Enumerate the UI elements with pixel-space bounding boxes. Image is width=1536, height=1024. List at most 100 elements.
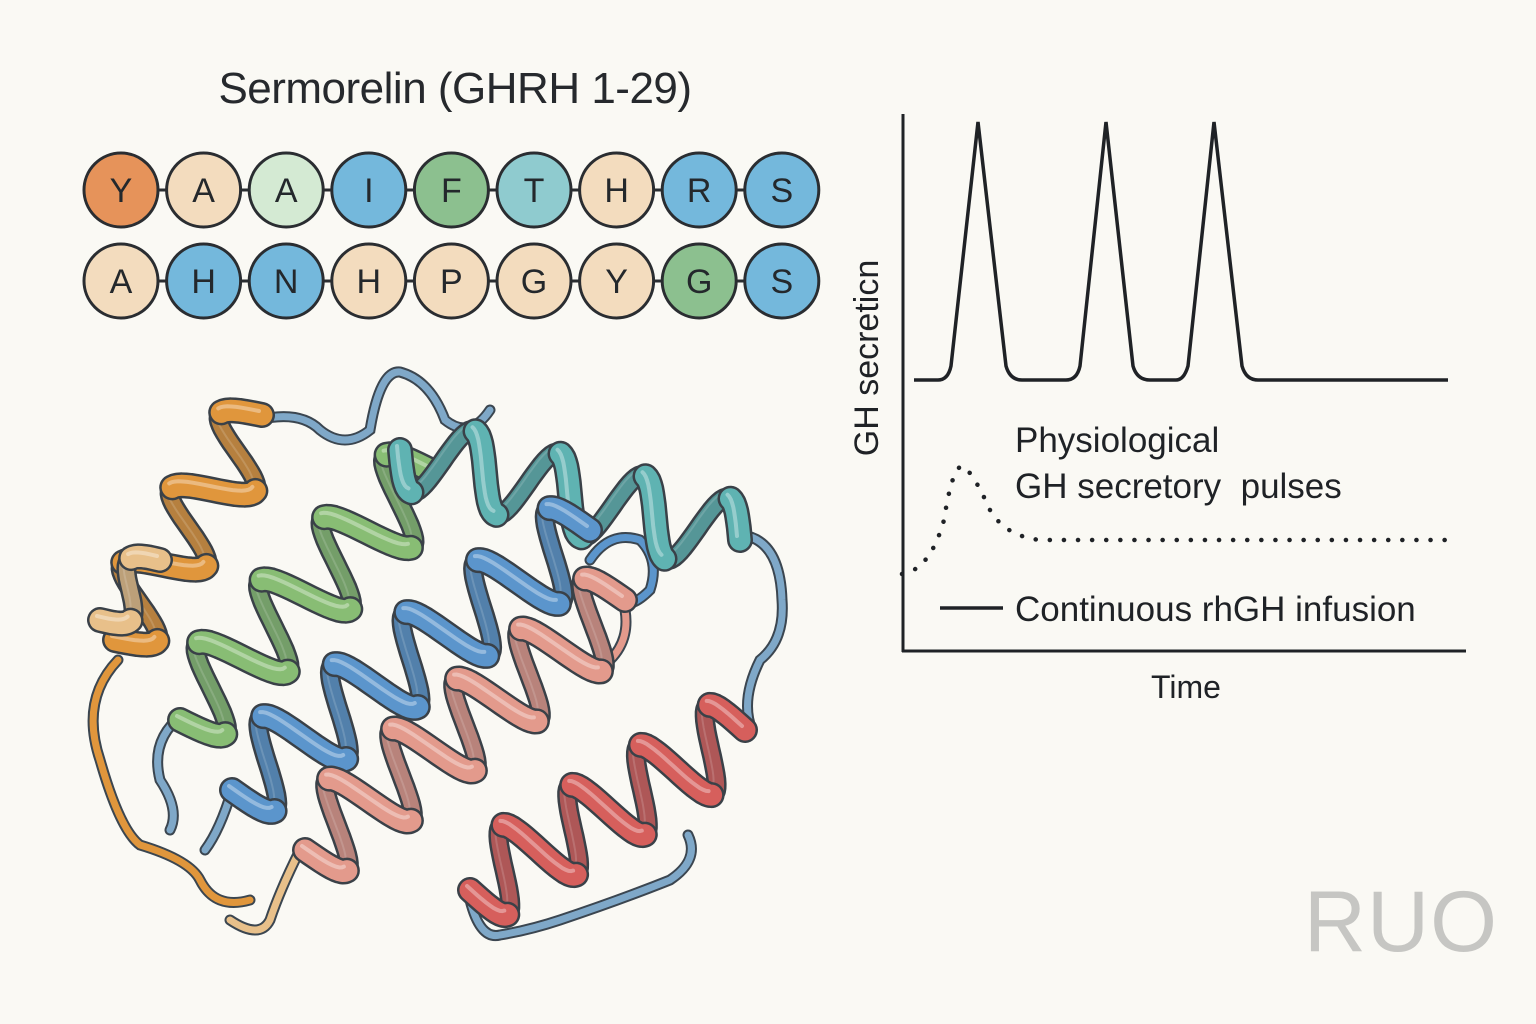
- helix-ribbon: [446, 668, 548, 732]
- helix-ribbon: [210, 399, 273, 426]
- helix-highlight: [498, 818, 576, 874]
- pulsatile-secretion-line: [914, 121, 1448, 382]
- helix-highlight: [544, 502, 589, 528]
- residue-circle: [412, 151, 490, 229]
- helix-ribbon: [659, 490, 736, 568]
- helix-highlight: [175, 714, 225, 734]
- residue-circle: [165, 242, 243, 320]
- residue-letter: I: [364, 172, 373, 210]
- helix-tan: [87, 543, 173, 637]
- helix-ribbon: [465, 420, 507, 526]
- residue-circle: [495, 151, 573, 229]
- residue-bead: A: [247, 151, 325, 229]
- y-axis-label: GH secreticn: [848, 260, 886, 457]
- helix-highlight: [472, 554, 558, 602]
- helix-highlight: [452, 672, 536, 720]
- residue-circle: [330, 242, 408, 320]
- residue-bead: Y: [82, 151, 160, 229]
- protein-loop-fill: [738, 531, 786, 734]
- residue-letter: H: [357, 263, 382, 301]
- residue-bead: I: [330, 151, 408, 229]
- protein-ribbon-structure: [87, 366, 788, 942]
- helix-highlight: [567, 778, 644, 834]
- helix-ribbon: [382, 718, 486, 782]
- helix-highlight: [324, 772, 410, 820]
- x-axis-label: Time: [1151, 669, 1221, 705]
- residue-bead: F: [412, 151, 490, 229]
- residue-bead: R: [660, 151, 738, 229]
- residue-circle: [660, 242, 738, 320]
- helix-highlight: [401, 606, 487, 654]
- residue-circle: [578, 151, 656, 229]
- helix-ribbon: [467, 549, 570, 615]
- helix-highlight: [167, 479, 255, 493]
- protein-loop-fill: [154, 711, 186, 834]
- helix-teal: [387, 418, 753, 572]
- residue-bead: A: [82, 242, 160, 320]
- helix-highlight: [319, 510, 410, 547]
- helix-ribbon: [324, 653, 429, 719]
- residue-letter: P: [440, 263, 463, 301]
- helix-highlight: [395, 444, 411, 491]
- protein-loop-fill: [254, 368, 494, 444]
- residue-bead: G: [495, 242, 573, 320]
- helix-highlight: [465, 884, 507, 914]
- helix-ribbon: [221, 779, 286, 823]
- residue-bead: Y: [578, 242, 656, 320]
- helix-highlight: [329, 658, 417, 706]
- residue-letter: G: [686, 263, 712, 301]
- residue-letter: H: [604, 172, 629, 210]
- helix-highlight: [256, 573, 350, 609]
- pulses-annotation-line-1: Physiological: [1015, 421, 1219, 460]
- helix-ribbon: [188, 631, 299, 684]
- residue-circle: [743, 242, 821, 320]
- helix-ribbon: [161, 474, 266, 506]
- residue-circle: [165, 151, 243, 229]
- residue-circle: [82, 242, 160, 320]
- helix-highlight: [126, 550, 159, 558]
- residue-bead: P: [412, 242, 490, 320]
- residue-bead: S: [743, 151, 821, 229]
- residue-bead: A: [165, 151, 243, 229]
- helix-ribbon: [720, 488, 751, 551]
- residue-letter: R: [687, 172, 712, 210]
- residue-circle: [412, 242, 490, 320]
- residue-bead: H: [165, 242, 243, 320]
- residue-bead: T: [495, 151, 573, 229]
- residue-letter: A: [192, 172, 215, 210]
- protein-loop-fill: [226, 846, 304, 934]
- residue-circle: [660, 151, 738, 229]
- residue-letter: H: [191, 263, 216, 301]
- helix-ribbon: [699, 694, 756, 741]
- residue-bead: G: [660, 242, 738, 320]
- residue-circle: [578, 242, 656, 320]
- helix-highlight: [194, 635, 287, 672]
- helix-pink: [292, 565, 638, 885]
- helix-ribbon: [459, 879, 518, 926]
- helix-ribbon: [313, 506, 422, 559]
- helix-ribbon: [252, 705, 357, 771]
- helix-highlight: [258, 710, 346, 758]
- helix-ribbon: [635, 465, 675, 570]
- residue-letter: F: [441, 172, 462, 210]
- helix-ribbon: [492, 814, 587, 886]
- helix-ribbon: [395, 601, 498, 667]
- residue-bead: H: [578, 151, 656, 229]
- residue-letter: A: [275, 172, 298, 210]
- residue-circle: [247, 242, 325, 320]
- residue-circle: [247, 151, 325, 229]
- protein-loop: [224, 844, 306, 936]
- residue-circle: [82, 151, 160, 229]
- helix-highlight: [300, 844, 346, 870]
- residue-letter: S: [770, 172, 793, 210]
- residue-circle: [330, 151, 408, 229]
- helix-highlight: [110, 634, 157, 643]
- residue-circle: [495, 242, 573, 320]
- helix-ribbon: [539, 497, 601, 541]
- helix-highlight: [640, 470, 664, 557]
- helix-highlight: [227, 784, 274, 810]
- residue-letter: A: [110, 263, 133, 301]
- residue-letter: N: [274, 263, 299, 301]
